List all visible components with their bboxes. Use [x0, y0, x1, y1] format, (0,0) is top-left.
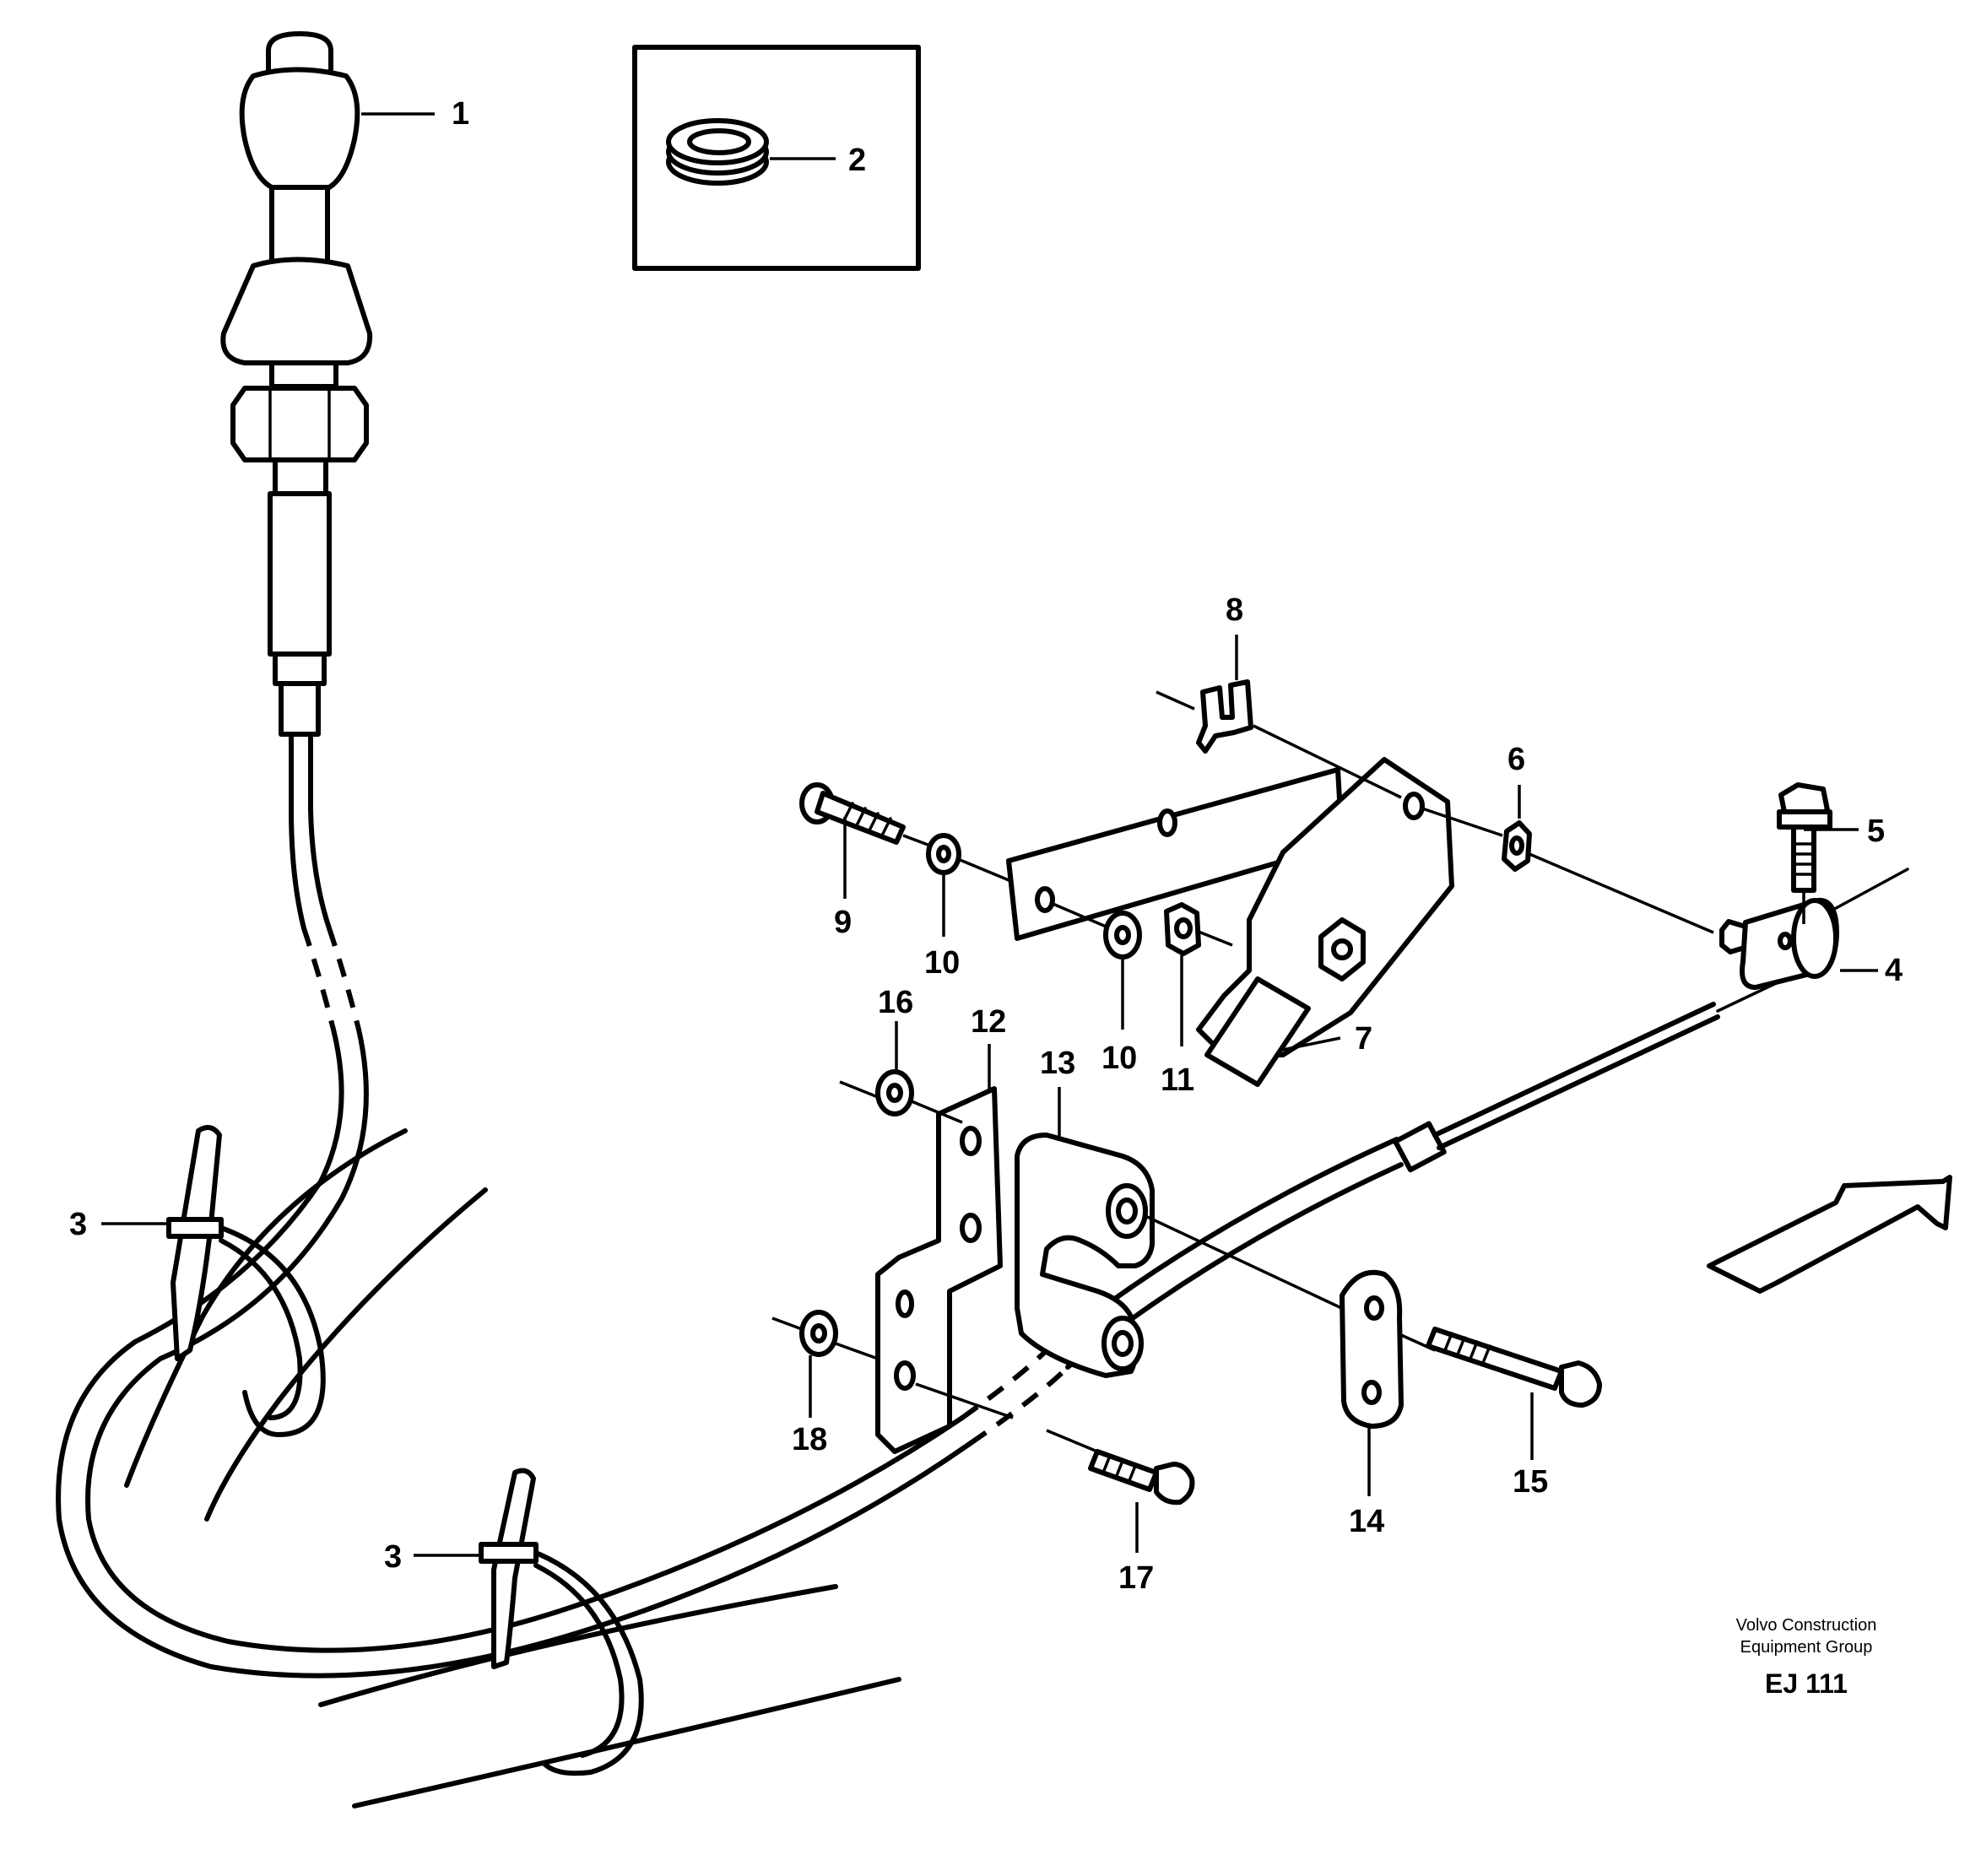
callout-12: 12	[971, 1004, 1006, 1040]
washer-part-16	[875, 1069, 914, 1116]
washer-part-18	[799, 1310, 838, 1357]
lever-bracket-part	[1006, 757, 1454, 1087]
callout-18: 18	[792, 1422, 827, 1457]
callout-2: 2	[848, 143, 866, 178]
washer-part-10a	[926, 833, 961, 875]
callout-3-upper: 3	[69, 1207, 87, 1242]
diagram-code: EJ 111	[1765, 1668, 1848, 1699]
callout-3-lower: 3	[384, 1539, 402, 1575]
seal-ring-part	[666, 118, 769, 186]
callout-15: 15	[1513, 1464, 1548, 1500]
callout-14: 14	[1349, 1504, 1384, 1539]
callout-5: 5	[1867, 814, 1885, 849]
cable-tie-upper	[166, 1125, 326, 1437]
bolt-part-9	[799, 782, 906, 845]
callout-leaders	[101, 112, 1878, 1557]
washer-part-10b	[1103, 911, 1142, 960]
callout-11: 11	[1161, 1062, 1194, 1098]
callout-6: 6	[1507, 742, 1525, 777]
clamp-block-part	[1015, 1133, 1155, 1378]
clip-part	[1156, 679, 1253, 754]
credit-line-2: Equipment Group	[1740, 1638, 1873, 1657]
callout-7: 7	[1355, 1021, 1372, 1057]
callout-9: 9	[834, 905, 852, 940]
bolt-part-15	[1426, 1327, 1602, 1408]
credit-line-1: Volvo Construction	[1736, 1616, 1877, 1635]
callout-10-upper: 10	[924, 945, 960, 981]
callout-8: 8	[1226, 592, 1243, 628]
washer-part-6	[1502, 820, 1532, 872]
bolt-part-5	[1777, 782, 1832, 924]
link-plate-part	[1340, 1269, 1404, 1429]
inset-box	[632, 45, 921, 271]
angle-bracket-part	[875, 1086, 1003, 1454]
cable-tie-lower	[479, 1468, 644, 1776]
callout-1: 1	[452, 96, 469, 132]
callout-16: 16	[878, 985, 913, 1020]
bolt-part-17	[1088, 1449, 1195, 1506]
callout-17: 17	[1118, 1560, 1154, 1596]
callout-10-lower: 10	[1101, 1041, 1137, 1076]
cable-inner-wire	[1393, 967, 1808, 1173]
callout-13: 13	[1040, 1046, 1075, 1081]
direction-arrow-icon	[1707, 1175, 1952, 1294]
callout-4: 4	[1885, 953, 1903, 988]
hose-lines	[124, 1128, 901, 1808]
nut-part-11	[1164, 902, 1201, 956]
control-knob-part	[220, 31, 373, 813]
cable-sleeve	[56, 808, 1404, 1679]
